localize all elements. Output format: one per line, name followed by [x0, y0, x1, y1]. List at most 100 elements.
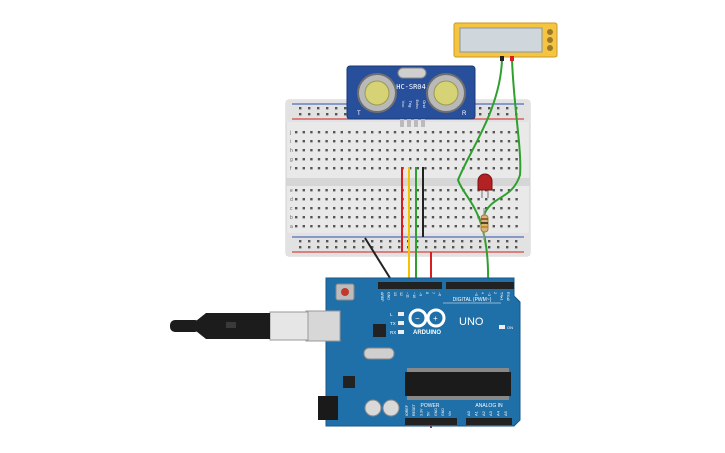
breadboard-hole — [295, 189, 298, 192]
breadboard-hole — [378, 167, 381, 170]
sensor-pin-label: Trig — [408, 101, 413, 108]
breadboard-hole — [355, 207, 359, 210]
arduino-logo: − + — [408, 308, 446, 328]
breadboard-hole — [295, 225, 298, 228]
breadboard-hole — [325, 167, 328, 170]
breadboard-hole — [348, 216, 351, 219]
rail-hole — [461, 240, 464, 243]
breadboard-hole — [500, 189, 503, 192]
breadboard-hole — [507, 140, 511, 143]
breadboard-hole — [469, 216, 473, 219]
breadboard-hole — [485, 198, 488, 201]
breadboard-hole — [340, 140, 343, 143]
breadboard-hole — [447, 207, 450, 210]
breadboard-hole — [363, 131, 366, 134]
rail-hole — [326, 246, 329, 249]
breadboard-hole — [477, 149, 480, 152]
breadboard-hole — [454, 207, 457, 210]
breadboard-hole — [325, 207, 328, 210]
digital-header-label: DIGITAL (PWM~) — [453, 297, 492, 303]
arduino-uno[interactable]: − + ARDUINO UNO ON DIGITAL (PWM~) POWER … — [318, 277, 521, 427]
breadboard-hole — [424, 225, 427, 228]
header-top-right — [446, 282, 514, 289]
rail-hole — [506, 113, 509, 116]
breadboard-hole — [431, 198, 435, 201]
rail-hole — [416, 240, 419, 243]
rail-hole — [479, 113, 482, 116]
breadboard-hole — [439, 131, 442, 134]
breadboard-hole — [355, 140, 359, 143]
rail-hole — [452, 240, 455, 243]
analog-pin-label: A4 — [496, 410, 501, 416]
breadboard-hole — [393, 207, 397, 210]
breadboard-hole — [317, 225, 321, 228]
breadboard-hole — [348, 225, 351, 228]
breadboard-hole — [355, 225, 359, 228]
breadboard-hole — [371, 225, 374, 228]
power-header-label: POWER — [421, 403, 440, 409]
breadboard-hole — [393, 131, 397, 134]
sensor-model-label: HC-SR04 — [396, 83, 426, 91]
breadboard-hole — [302, 207, 305, 210]
breadboard-hole — [462, 225, 465, 228]
breadboard-hole — [310, 189, 313, 192]
breadboard-hole — [447, 149, 450, 152]
breadboard-hole — [310, 207, 313, 210]
rail-hole — [344, 240, 347, 243]
breadboard-hole — [340, 216, 343, 219]
breadboard-hole — [310, 131, 313, 134]
breadboard-hole — [469, 158, 473, 161]
board-led — [398, 330, 404, 334]
breadboard-hole — [393, 149, 397, 152]
breadboard-hole — [348, 167, 351, 170]
breadboard-hole — [439, 158, 442, 161]
sensor-pin-label: Vcc — [401, 101, 406, 108]
breadboard-hole — [416, 225, 419, 228]
rail-hole — [317, 107, 320, 110]
breadboard-hole — [340, 167, 343, 170]
breadboard-hole — [409, 198, 412, 201]
breadboard-hole — [325, 131, 328, 134]
rail-hole — [299, 240, 302, 243]
breadboard-hole — [485, 158, 488, 161]
breadboard-hole — [386, 189, 389, 192]
analog-pin-label: A2 — [481, 410, 486, 416]
breadboard-hole — [462, 149, 465, 152]
rail-hole — [497, 246, 500, 249]
breadboard-hole — [386, 158, 389, 161]
buzzer-module[interactable] — [453, 22, 558, 61]
rail-hole — [380, 240, 383, 243]
rail-hole — [443, 240, 446, 243]
header-top-left — [378, 282, 442, 289]
breadboard-hole — [363, 216, 366, 219]
usb-port — [305, 310, 341, 342]
breadboard-hole — [416, 140, 419, 143]
breadboard-hole — [416, 198, 419, 201]
breadboard-hole — [454, 158, 457, 161]
breadboard-hole — [447, 189, 450, 192]
analog-pin-label: A3 — [488, 410, 493, 416]
breadboard-hole — [325, 189, 328, 192]
breadboard-hole — [378, 216, 381, 219]
sensor-pin-label: Gnd — [422, 100, 427, 108]
breadboard-hole — [317, 140, 321, 143]
led[interactable] — [477, 173, 493, 198]
breadboard-hole — [371, 216, 374, 219]
breadboard-hole — [302, 131, 305, 134]
arduino-brand: ARDUINO — [413, 330, 441, 336]
resistor[interactable] — [480, 208, 489, 240]
breadboard-hole — [439, 167, 442, 170]
breadboard-hole — [355, 167, 359, 170]
rail-hole — [353, 246, 356, 249]
breadboard-hole — [310, 225, 313, 228]
breadboard-hole — [462, 131, 465, 134]
breadboard-hole — [386, 207, 389, 210]
breadboard-hole — [462, 140, 465, 143]
usb-cable[interactable] — [170, 310, 341, 342]
breadboard-hole — [295, 207, 298, 210]
